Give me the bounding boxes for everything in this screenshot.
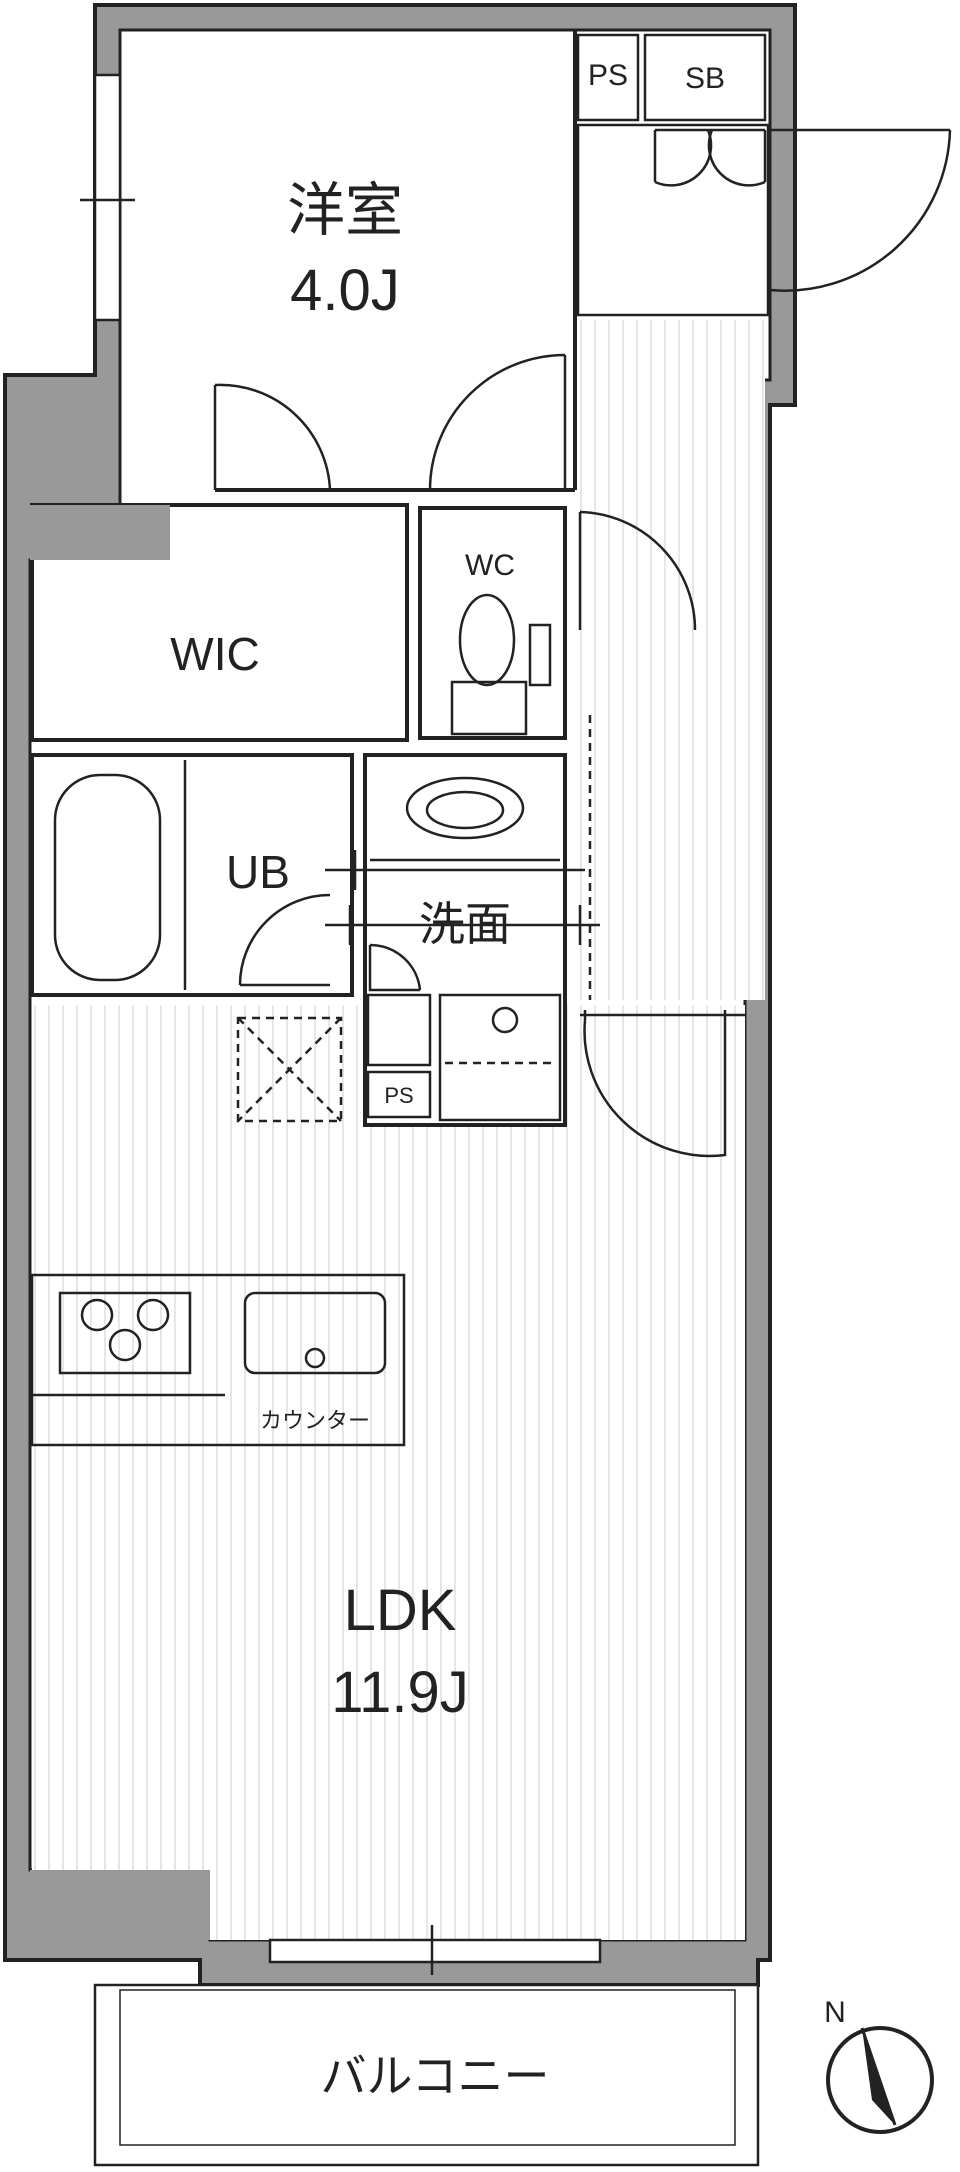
toilet-bowl	[458, 593, 516, 687]
ps-top-label: PS	[588, 59, 628, 92]
entry-door	[769, 128, 952, 292]
balcony	[93, 1983, 760, 2167]
ldk-corner-wall	[30, 1870, 210, 1940]
storage-door	[368, 943, 422, 992]
ps-bottom-label: PS	[384, 1083, 413, 1108]
shoe-box-door-right	[707, 129, 767, 187]
bedroom-door-left	[213, 383, 332, 491]
sb-box	[643, 33, 767, 122]
burner-3	[108, 1328, 142, 1362]
ldk-floor	[32, 1005, 745, 1940]
wash-basin	[405, 776, 525, 840]
burner-2	[136, 1298, 170, 1332]
ps-bottom-box	[366, 1070, 432, 1119]
kitchen-counter	[30, 1273, 406, 1447]
toilet-controller	[528, 623, 552, 687]
entrance-hall	[576, 123, 770, 317]
wc-label: WC	[465, 549, 515, 582]
bedroom-window	[93, 73, 122, 322]
sb-label: SB	[685, 62, 725, 95]
ldk-size: 11.9J	[331, 1660, 469, 1725]
compass-axis	[860, 2027, 897, 2126]
cooktop	[58, 1291, 192, 1375]
ub-label: UB	[226, 846, 290, 898]
ub-room	[30, 753, 354, 997]
washer-drain	[491, 1006, 519, 1034]
balcony-rail	[119, 1989, 736, 2146]
bedroom-door-right	[428, 353, 567, 491]
bathtub	[53, 773, 162, 982]
bedroom-name: 洋室	[287, 178, 403, 243]
wc-door	[578, 510, 697, 631]
sink-drain	[304, 1347, 326, 1369]
compass-ring	[826, 2026, 934, 2134]
ldk-name: LDK	[344, 1578, 457, 1643]
corridor-floor	[580, 320, 765, 1000]
shoe-box-door-left	[653, 129, 713, 187]
ps-top-box	[576, 33, 640, 122]
compass-label: N	[824, 1996, 846, 2029]
wic-corner-wall	[30, 505, 170, 560]
washer-pan	[438, 993, 562, 1122]
washroom-label: 洗面	[419, 898, 511, 950]
counter-label: カウンター	[260, 1408, 370, 1433]
ldk-window	[268, 1938, 602, 1964]
storage-box	[366, 993, 432, 1067]
bedroom-size: 4.0J	[290, 258, 400, 323]
kitchen-sink	[243, 1291, 387, 1375]
ub-door	[238, 893, 331, 987]
fridge-space	[236, 1016, 343, 1123]
balcony-label: バルコニー	[320, 2050, 549, 2102]
burner-1	[80, 1298, 114, 1332]
wc-room	[418, 506, 567, 740]
wash-basin-inner	[425, 790, 505, 830]
fridge-x2	[237, 1017, 342, 1122]
wic-label: WIC	[170, 628, 259, 680]
toilet-tank	[450, 680, 528, 736]
compass	[826, 2026, 934, 2134]
